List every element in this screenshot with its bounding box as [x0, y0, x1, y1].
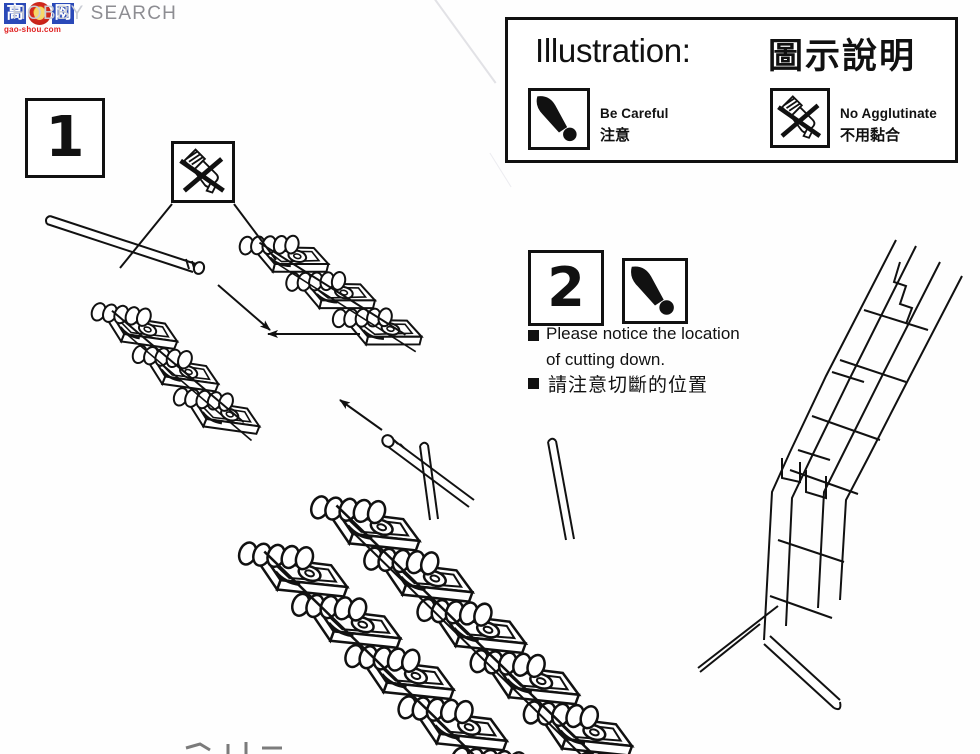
step-2-note-en-line1: Please notice the location: [546, 324, 740, 343]
step-2-note-en-line2: of cutting down.: [546, 350, 666, 369]
track-run-assembly: [234, 437, 692, 754]
track-link-segment-upper: [236, 222, 426, 359]
assembly-arrow-pin-lower: [339, 399, 383, 431]
no-agglutinate-icon: [770, 88, 830, 148]
step-2-warning-icon: [622, 258, 688, 324]
be-careful-label-en: Be Careful: [600, 106, 669, 121]
sprue-runner-frame: [697, 239, 963, 711]
watermark-cjk-right: 网: [52, 3, 74, 24]
watermark-cjk-left: 高: [4, 3, 26, 24]
step-1-number: 1: [45, 105, 85, 170]
track-link-segment-lower: [88, 288, 266, 448]
note-bullet-en: [528, 330, 539, 341]
assembly-arrow-pin: [217, 284, 271, 331]
step-2-note-cjk: 請注意切斷的位置: [548, 374, 709, 396]
loose-sprue-rod: [699, 623, 761, 673]
watermark-url: gao-shou.com: [4, 25, 62, 34]
no-agglutinate-label-en: No Agglutinate: [840, 106, 937, 121]
be-careful-label-cjk: 注意: [600, 126, 631, 144]
watermark-seal-icon: [28, 2, 51, 25]
hobby-search-logo-icon: 高 网 gao-shou.com: [4, 2, 76, 34]
watermark-brand-prefix: HOBBY: [12, 3, 85, 24]
cropped-bottom-text: [185, 742, 282, 754]
step-2-number-box: 2: [528, 250, 604, 326]
watermark: 高 网 gao-shou.com HOBBY SEARCH: [0, 0, 200, 34]
step-2-number: 2: [547, 256, 585, 319]
note-bullet-cjk: [528, 378, 539, 389]
watermark-brand-text: HOBBY SEARCH: [12, 3, 177, 25]
legend-title-cjk: 圖示說明: [768, 37, 917, 77]
be-careful-icon: [528, 88, 590, 150]
noglue-callout-leaders: [119, 203, 277, 269]
watermark-brand-suffix: SEARCH: [84, 3, 178, 24]
track-pin-rod: [45, 215, 206, 275]
legend-title-en: Illustration:: [535, 32, 691, 69]
step-1-no-glue-callout: [171, 141, 235, 203]
step-1-number-box: 1: [25, 98, 105, 178]
no-agglutinate-label-cjk: 不用黏合: [840, 126, 901, 144]
